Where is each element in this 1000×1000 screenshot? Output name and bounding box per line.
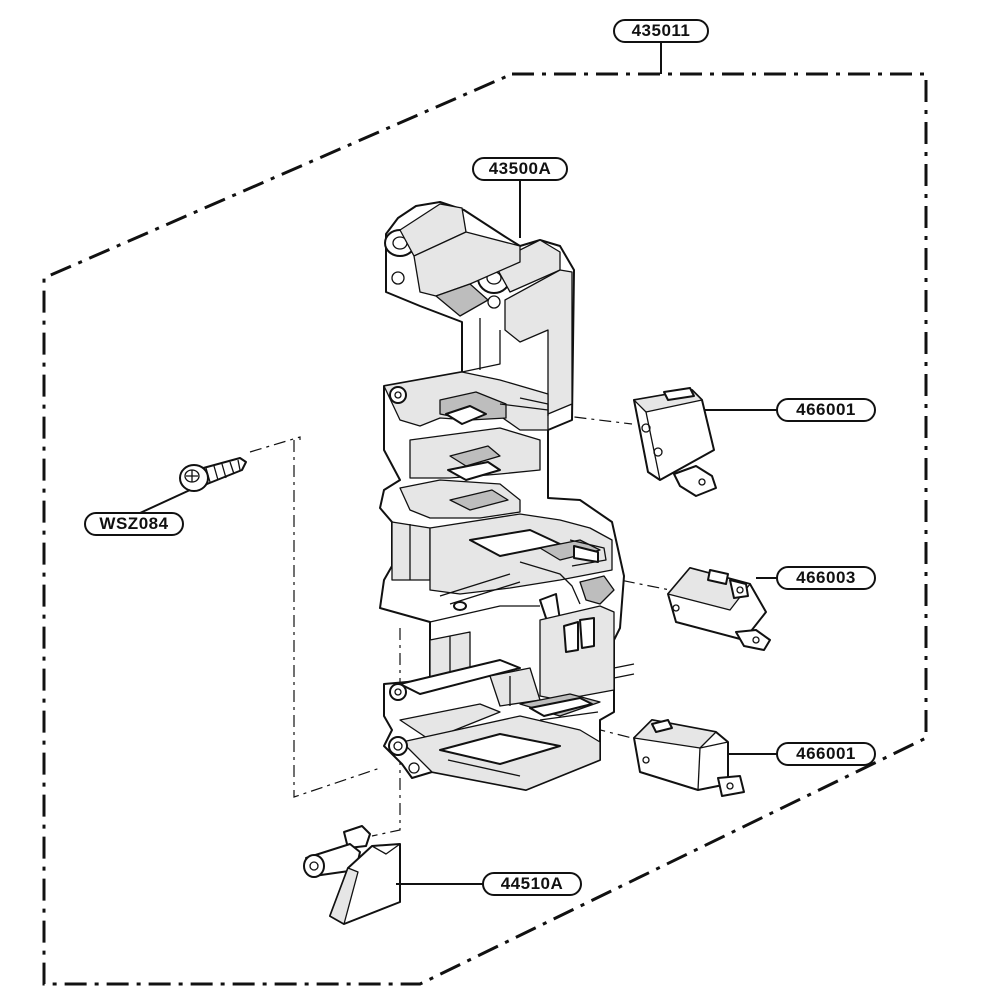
middle-microswitch-part xyxy=(667,567,771,651)
screw-leader xyxy=(139,489,191,514)
lever-part xyxy=(303,825,401,925)
label-466001-lower: 466001 xyxy=(776,742,876,766)
label-44510A: 44510A xyxy=(482,872,582,896)
upper-microswitch-part xyxy=(633,387,717,497)
lower-microswitch-part xyxy=(633,719,745,797)
label-466001-upper: 466001 xyxy=(776,398,876,422)
label-466003: 466003 xyxy=(776,566,876,590)
label-43500A: 43500A xyxy=(472,157,568,181)
switch-frame-part xyxy=(379,201,635,791)
screw-part xyxy=(179,457,247,492)
label-435011: 435011 xyxy=(613,19,709,43)
assembly-boundary xyxy=(42,72,928,986)
label-WSZ084: WSZ084 xyxy=(84,512,184,536)
